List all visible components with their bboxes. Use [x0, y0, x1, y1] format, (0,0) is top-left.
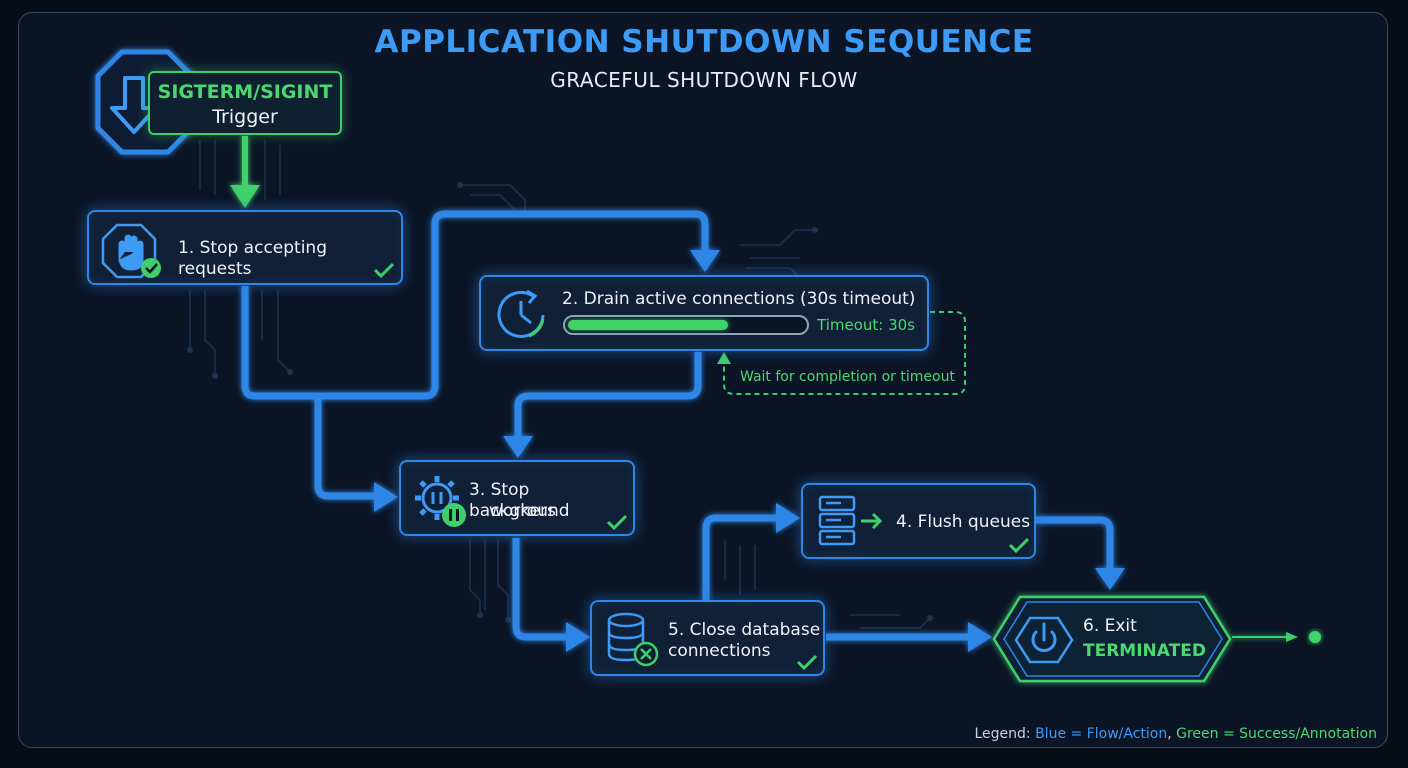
step-2-label: 2. Drain active connections (30s timeout…: [562, 289, 916, 309]
trigger-signal: SIGTERM/SIGINT: [157, 81, 333, 103]
check-icon: [796, 654, 818, 670]
stop-hand-icon: [101, 223, 161, 279]
step-3-label-line1: 3. Stop background: [469, 480, 570, 521]
exit-arrowhead: [1286, 632, 1298, 642]
legend-blue: Blue = Flow/Action: [1035, 726, 1168, 742]
drain-progress-bar: [563, 315, 809, 335]
timer-clock-icon: [497, 289, 545, 338]
step-4-label: 4. Flush queues: [896, 512, 1031, 532]
step-3-label-line2: workers: [489, 501, 556, 521]
circuit-traces: [189, 140, 931, 629]
step-3-node: 3. Stop background workers: [399, 460, 635, 536]
timeout-annotation: Wait for completion or timeout: [740, 369, 955, 385]
check-icon: [373, 262, 395, 278]
step-5-label-line2: connections: [668, 641, 771, 661]
step-6-status: TERMINATED: [1083, 641, 1206, 661]
power-icon: [1014, 616, 1074, 664]
diagram-subtitle: GRACEFUL SHUTDOWN FLOW: [550, 68, 858, 92]
timeout-label: Timeout: 30s: [817, 316, 915, 334]
end-dot: [1309, 631, 1321, 643]
database-close-icon: [607, 612, 659, 667]
check-icon: [1008, 537, 1030, 553]
legend-prefix: Legend:: [974, 726, 1036, 742]
legend-green: Green = Success/Annotation: [1176, 726, 1377, 742]
trigger-label: Trigger: [212, 106, 278, 128]
step-1-label: 1. Stop accepting requests: [178, 238, 327, 279]
step-1-node: 1. Stop accepting requests: [87, 210, 403, 285]
legend: Legend: Blue = Flow/Action, Green = Succ…: [974, 726, 1377, 742]
legend-separator: ,: [1167, 726, 1177, 742]
drain-progress-fill: [568, 320, 728, 330]
exit-hexagon: [992, 595, 1232, 683]
down-arrow-icon: [110, 76, 158, 134]
step-5-label-line1: 5. Close database: [668, 620, 821, 640]
step-5-node: 5. Close database connections: [590, 600, 825, 676]
server-queue-icon: [818, 495, 883, 546]
flow-arrowheads: [374, 250, 1125, 652]
timeout-loop: [717, 311, 966, 395]
trigger-box: SIGTERM/SIGINT Trigger: [148, 71, 342, 135]
check-icon: [606, 514, 628, 530]
step-6-label: 6. Exit: [1083, 616, 1137, 636]
gear-pause-icon: [415, 476, 466, 527]
flow-paths: [241, 210, 1290, 641]
diagram-title: APPLICATION SHUTDOWN SEQUENCE: [374, 24, 1034, 60]
step-4-node: 4. Flush queues: [801, 483, 1036, 559]
step-2-node: 2. Drain active connections (30s timeout…: [479, 275, 929, 351]
trigger-arrow: [230, 136, 260, 208]
